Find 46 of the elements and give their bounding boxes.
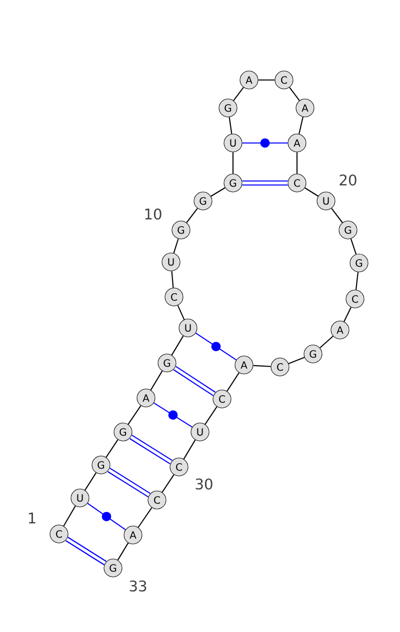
backbone-line: [150, 370, 163, 390]
backbone-line: [344, 307, 352, 322]
backbone-line: [233, 87, 244, 101]
base-pair-line: [130, 434, 172, 464]
backbone-line: [356, 272, 358, 290]
backbone-line: [173, 238, 179, 254]
backbone-line: [320, 336, 334, 348]
backbone-line: [298, 116, 304, 134]
backbone-line: [138, 507, 152, 528]
base-pair-line: [154, 402, 192, 428]
backbone-line: [228, 117, 232, 134]
backbone-line: [177, 305, 185, 320]
backbone-line: [117, 542, 129, 560]
backbone-line: [106, 439, 118, 458]
backbone-line: [288, 356, 305, 364]
backbone-line: [162, 474, 174, 493]
backbone-line: [171, 336, 184, 356]
backbone-line: [296, 152, 298, 174]
backbone-line: [226, 372, 240, 392]
backbone-line: [210, 187, 226, 197]
base-pair-line: [108, 468, 150, 498]
backbone-line: [304, 187, 318, 197]
position-number: 33: [130, 580, 146, 592]
base-pair-line: [173, 366, 216, 396]
backbone-line: [204, 406, 218, 425]
backbone-line: [171, 271, 174, 288]
base-pair-line: [242, 180, 288, 186]
position-number: 10: [145, 208, 162, 220]
backbone-line: [232, 152, 234, 174]
position-number: 1: [28, 512, 36, 524]
backbone-line: [186, 208, 198, 223]
backbone-line: [63, 506, 76, 526]
backbone-line: [331, 208, 343, 223]
backbone-line: [183, 440, 196, 460]
backbone-line: [128, 405, 142, 425]
position-number: 30: [196, 478, 212, 490]
backbone-line: [84, 472, 96, 490]
backbone-line: [289, 87, 300, 101]
base-pair-line: [195, 332, 237, 360]
backbone-line: [350, 238, 357, 254]
base-pair-line: [66, 536, 106, 566]
base-pair-line: [242, 138, 288, 148]
position-number: 20: [340, 174, 356, 186]
base-pair-line: [87, 502, 126, 530]
backbone-line: [258, 79, 275, 81]
backbone-line: [253, 364, 271, 368]
